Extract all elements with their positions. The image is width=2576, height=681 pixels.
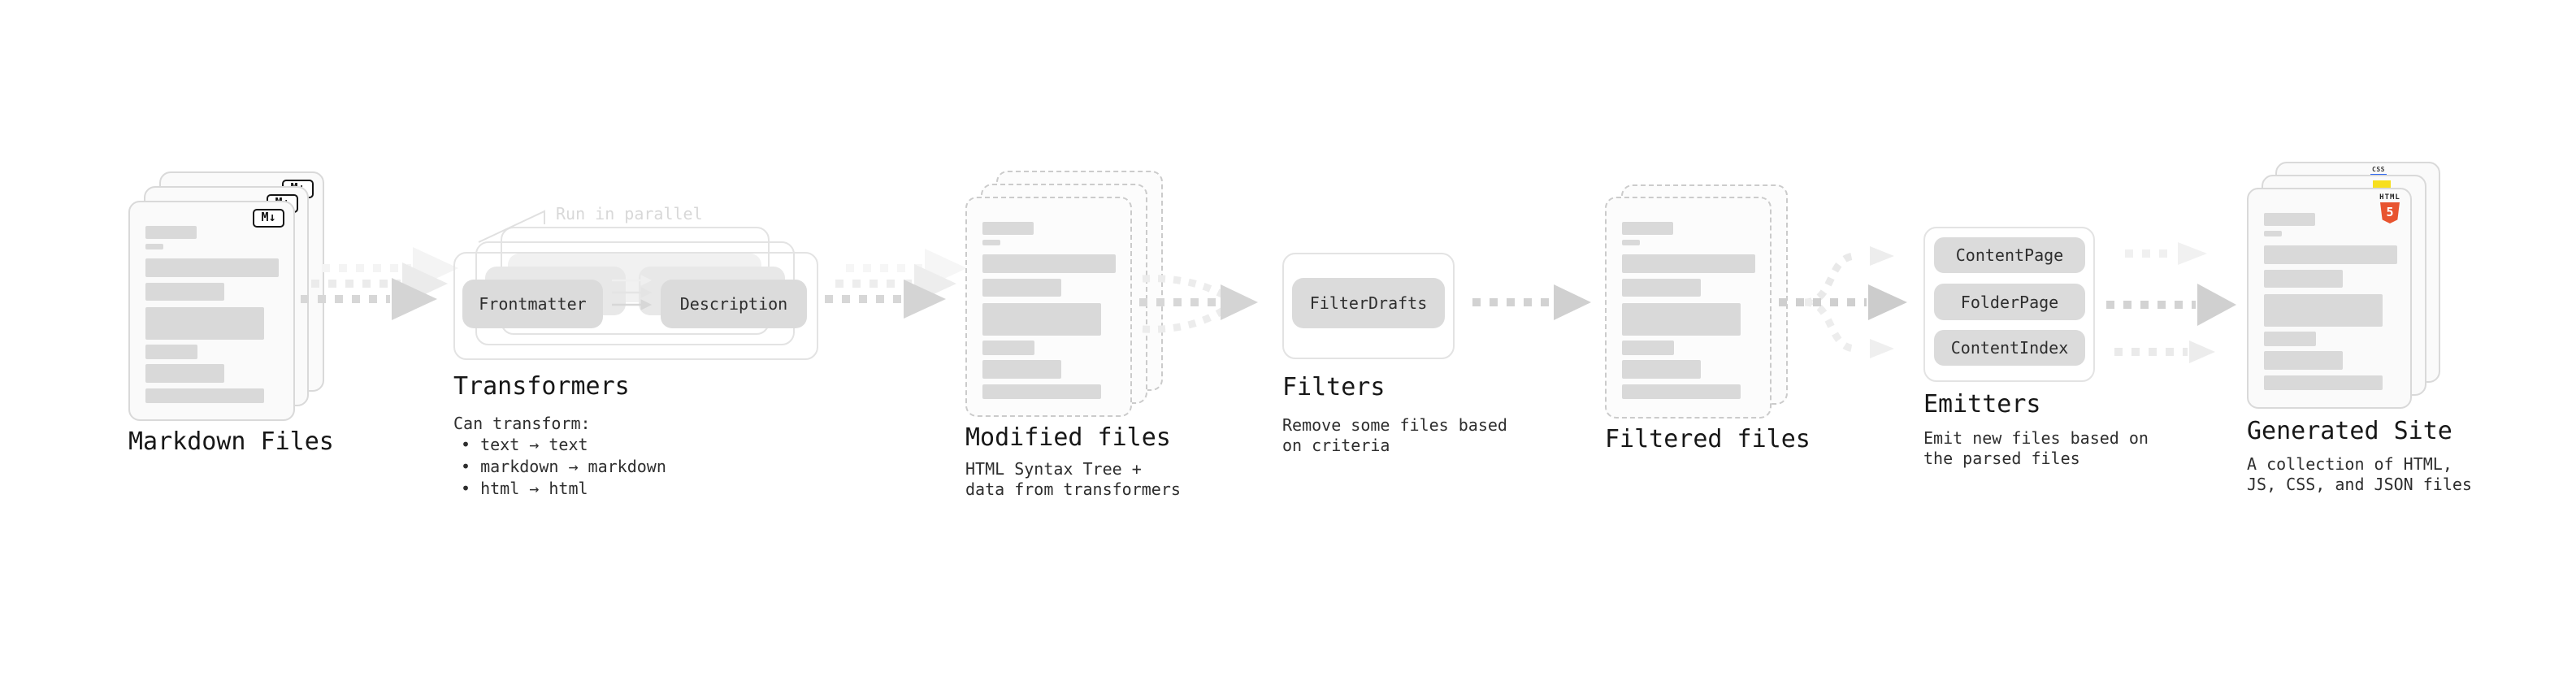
markdown-file-card-front: M↓ — [128, 201, 295, 421]
js-badge-icon — [2373, 180, 2391, 189]
skeleton-line — [145, 364, 224, 383]
desc-line: data from transformers — [965, 479, 1181, 499]
skeleton-line — [1622, 279, 1701, 297]
filtered-file-card-front — [1605, 197, 1772, 419]
transformer-group-front — [453, 252, 818, 360]
skeleton-line — [982, 240, 1000, 245]
stage-label-filtered-files: Filtered files — [1605, 425, 1811, 453]
arrow-filters-to-filtered-icon — [1472, 284, 1591, 320]
transform-item: • html → html — [461, 479, 588, 498]
filterdrafts-pill: FilterDrafts — [1292, 278, 1445, 328]
stage-label-modified-files: Modified files — [965, 423, 1171, 452]
html5-shield: 5 — [2380, 202, 2400, 223]
skeleton-line — [1622, 303, 1741, 336]
contentpage-pill: ContentPage — [1934, 237, 2085, 273]
callout-line — [478, 210, 545, 243]
stage-label-generated-site: Generated Site — [2247, 417, 2452, 445]
css-badge-label: CSS — [2372, 166, 2385, 173]
skeleton-line — [2264, 270, 2343, 288]
skeleton-line — [2264, 245, 2397, 264]
contentindex-pill: ContentIndex — [1934, 330, 2085, 366]
description-pill: Description — [661, 280, 807, 328]
stage-label-markdown-files: Markdown Files — [128, 427, 334, 456]
skeleton-line — [1622, 340, 1674, 355]
skeleton-line — [145, 258, 279, 277]
arrow-emitters-to-generated-icon — [2106, 242, 2236, 363]
skeleton-line — [1622, 360, 1701, 379]
transformers-desc-title: Can transform: — [453, 414, 591, 433]
emitters-desc: Emit new files based on the parsed files — [1923, 428, 2149, 469]
html5-icon: HTML 5 — [2379, 194, 2400, 223]
skeleton-line — [1622, 384, 1741, 399]
frontmatter-pill: Frontmatter — [462, 280, 603, 328]
desc-line: Remove some files based — [1282, 415, 1507, 435]
desc-line: the parsed files — [1923, 449, 2080, 468]
stage-label-emitters: Emitters — [1923, 390, 2041, 419]
skeleton-line — [982, 360, 1061, 379]
skeleton-line — [1622, 240, 1640, 245]
skeleton-line — [2264, 213, 2315, 226]
transform-item: • markdown → markdown — [461, 457, 666, 476]
transformers-desc-list: • text → text • markdown → markdown • ht… — [461, 434, 666, 500]
desc-line: Emit new files based on — [1923, 428, 2149, 448]
skeleton-line — [145, 307, 264, 340]
skeleton-line — [982, 254, 1116, 273]
arrow-filtered-to-emitters-icon — [1779, 246, 1907, 358]
desc-line: on criteria — [1282, 436, 1390, 455]
generated-file-card-front: HTML 5 — [2247, 188, 2412, 409]
stage-label-transformers: Transformers — [453, 372, 630, 401]
skeleton-line — [145, 388, 264, 403]
folderpage-pill: FolderPage — [1934, 284, 2085, 320]
parallel-arrows-icon — [612, 275, 653, 310]
skeleton-line — [145, 226, 197, 239]
run-in-parallel-note: Run in parallel — [556, 204, 703, 223]
desc-line: A collection of HTML, — [2247, 454, 2452, 474]
skeleton-line — [145, 244, 163, 249]
skeleton-line — [2264, 231, 2282, 236]
html5-label: HTML — [2379, 193, 2400, 202]
skeleton-line — [982, 303, 1101, 336]
generated-site-desc: A collection of HTML, JS, CSS, and JSON … — [2247, 454, 2472, 495]
arrow-modified-to-filters-icon — [1139, 275, 1258, 333]
markdown-icon: M↓ — [253, 209, 284, 228]
skeleton-line — [145, 345, 197, 359]
skeleton-line — [1622, 254, 1755, 273]
skeleton-line — [982, 384, 1101, 399]
desc-line: JS, CSS, and JSON files — [2247, 475, 2472, 494]
modified-files-desc: HTML Syntax Tree + data from transformer… — [965, 459, 1181, 500]
skeleton-line — [145, 283, 224, 301]
skeleton-line — [2264, 332, 2316, 346]
skeleton-line — [982, 222, 1034, 235]
skeleton-line — [1622, 222, 1673, 235]
transform-item: • text → text — [461, 435, 588, 454]
arrow-transformers-to-modified-icon — [825, 249, 967, 319]
skeleton-line — [2264, 375, 2383, 390]
filters-desc: Remove some files based on criteria — [1282, 415, 1507, 456]
skeleton-line — [2264, 294, 2383, 327]
skeleton-line — [982, 279, 1061, 297]
arrow-markdown-to-transformers-icon — [301, 247, 458, 320]
skeleton-line — [2264, 351, 2343, 370]
modified-file-card-front — [965, 197, 1132, 417]
desc-line: HTML Syntax Tree + — [965, 459, 1142, 479]
stage-label-filters: Filters — [1282, 373, 1386, 401]
skeleton-line — [982, 340, 1034, 355]
